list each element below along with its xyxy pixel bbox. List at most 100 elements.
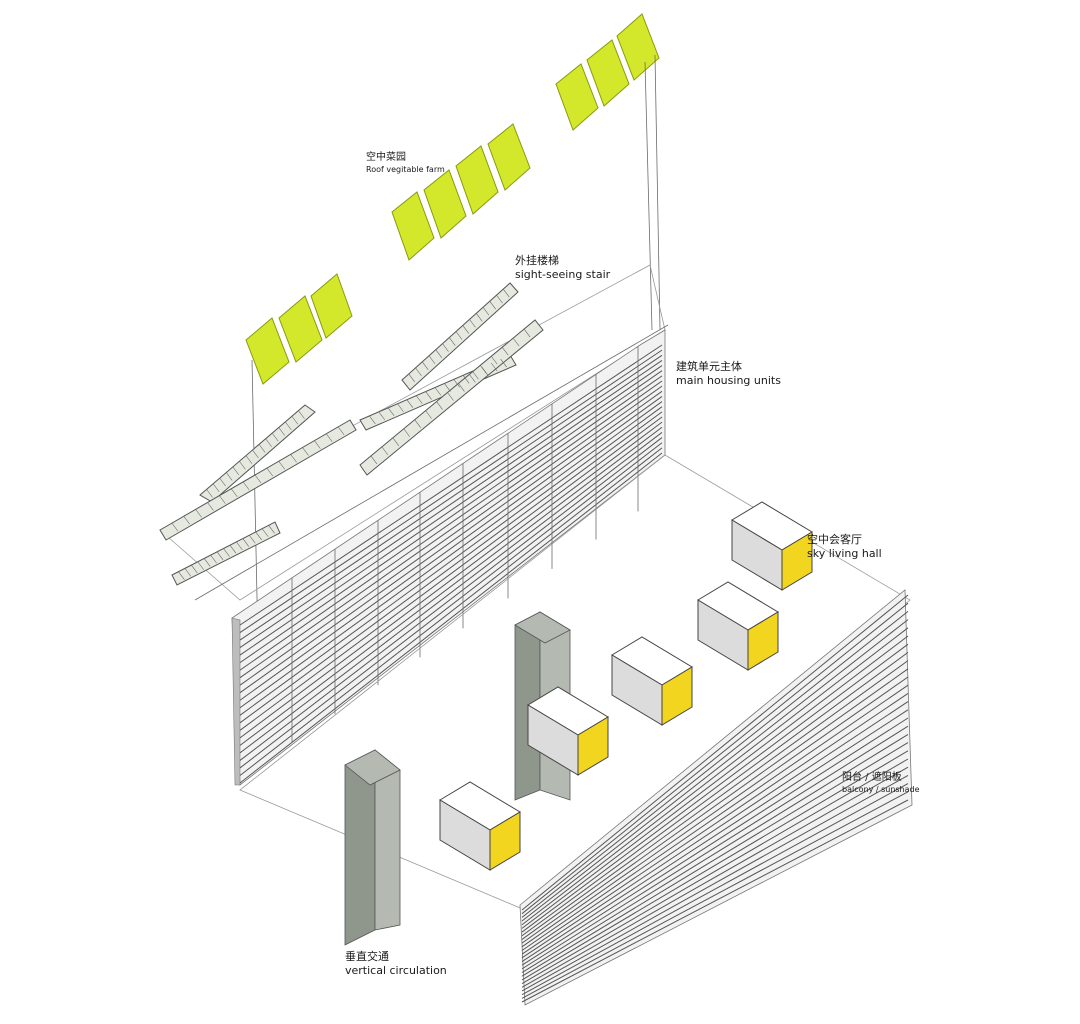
stair-tread — [252, 449, 259, 459]
stair-tread — [242, 481, 250, 491]
facade-slat — [239, 354, 663, 641]
label-roof-farm: 空中菜园 Roof vegitable farm — [366, 152, 445, 175]
facade-slat — [239, 406, 663, 716]
balcony-slat — [521, 709, 909, 962]
stair-tread — [442, 343, 449, 352]
sightseeing-stairs — [159, 282, 544, 586]
label-stair: 外挂楼梯 sight-seeing stair — [515, 254, 610, 282]
stair-tread — [183, 516, 190, 525]
facade-slat — [239, 426, 663, 746]
stair-tread — [370, 455, 378, 465]
stair-tread — [425, 391, 432, 400]
stair-tread — [232, 466, 240, 476]
facade-slat — [239, 401, 663, 709]
stair-flight — [159, 419, 357, 541]
stair-tread — [212, 483, 220, 492]
stair-tread — [229, 545, 237, 554]
stair-tread — [226, 472, 233, 481]
roof-farm-en: Roof vegitable farm — [366, 164, 445, 174]
hall-opening — [661, 666, 693, 726]
facade-slat — [239, 452, 663, 784]
stair-tread — [290, 454, 297, 463]
stair-tread — [447, 392, 454, 401]
stair-tread — [416, 395, 423, 404]
farm-panel — [391, 191, 435, 261]
stair-tread — [434, 387, 442, 396]
balcony-slat — [521, 692, 909, 955]
farm-panel — [310, 273, 353, 339]
balcony-slat — [521, 684, 909, 951]
balcony-slat — [521, 619, 909, 922]
stair-tread — [219, 495, 226, 504]
stair-tread — [462, 375, 470, 384]
stair-tread — [337, 426, 345, 436]
stair-tread — [291, 416, 299, 425]
stair-tread — [403, 428, 410, 437]
sky-living-hall — [731, 501, 813, 591]
hall-opening — [577, 716, 609, 776]
facade-slat — [239, 344, 663, 626]
stair-tread — [216, 551, 224, 560]
stair-tread — [249, 535, 256, 544]
facade-slat — [239, 411, 663, 724]
balcony-slat — [521, 643, 909, 933]
housing-en: main housing units — [676, 373, 781, 387]
balcony-slat — [521, 766, 909, 988]
stair-tread — [195, 509, 202, 518]
stair-tread — [455, 331, 463, 340]
stair-tread — [210, 554, 217, 564]
hall-opening — [747, 611, 779, 671]
living-hall-zh: 空中会客厅 — [807, 533, 862, 546]
stair-tread — [326, 433, 333, 442]
stair-tread — [378, 411, 385, 421]
stair-tread — [203, 558, 211, 567]
stair-tread — [500, 358, 507, 368]
stair-flight — [171, 521, 281, 586]
stair-tread — [285, 421, 292, 431]
balcony-slat — [521, 594, 909, 911]
roof-farm-zh: 空中菜园 — [366, 152, 406, 163]
facade-slat — [239, 416, 663, 731]
stair-tread — [265, 438, 272, 447]
balcony-slat — [521, 791, 909, 999]
stair-tread — [449, 337, 456, 346]
facade-slat — [239, 396, 663, 701]
stair-tread — [231, 488, 238, 497]
stair-tread — [219, 477, 226, 487]
roof-farm-panels — [245, 13, 660, 385]
stair-tread — [523, 328, 531, 338]
stair-tread — [239, 461, 246, 470]
facade-slat — [239, 365, 663, 656]
stair-tread — [472, 371, 479, 380]
stair-tread — [178, 571, 185, 580]
farm-panel — [487, 123, 531, 191]
stair-tread — [223, 548, 230, 557]
stair-tread — [392, 437, 400, 446]
farm-panel — [586, 39, 630, 107]
stair-tread — [381, 446, 389, 456]
balcony-slat — [521, 701, 909, 959]
balcony-slat — [521, 774, 909, 992]
facade-slat — [239, 370, 663, 664]
balcony-slat — [521, 668, 909, 944]
stair-en: sight-seeing stair — [515, 267, 611, 281]
sky-living-hall — [697, 581, 779, 671]
balcony-slat — [521, 725, 909, 970]
facade-slat — [239, 349, 663, 633]
balcony-slat — [521, 627, 909, 926]
stair-tread — [236, 541, 243, 551]
stair-tread — [397, 403, 404, 412]
balcony-slat — [521, 758, 909, 985]
stair-tread — [408, 373, 415, 383]
stair-tread — [369, 415, 376, 425]
facade-slat — [239, 375, 663, 671]
balcony-slat — [521, 651, 909, 937]
balcony-slat — [521, 742, 909, 977]
hall-opening — [781, 531, 813, 591]
stair-tread — [184, 568, 192, 577]
facade-slat — [239, 390, 663, 694]
stair-tread — [268, 525, 275, 534]
stair-tread — [387, 407, 395, 416]
stair-tread — [469, 374, 476, 383]
stair-tread — [278, 461, 285, 470]
